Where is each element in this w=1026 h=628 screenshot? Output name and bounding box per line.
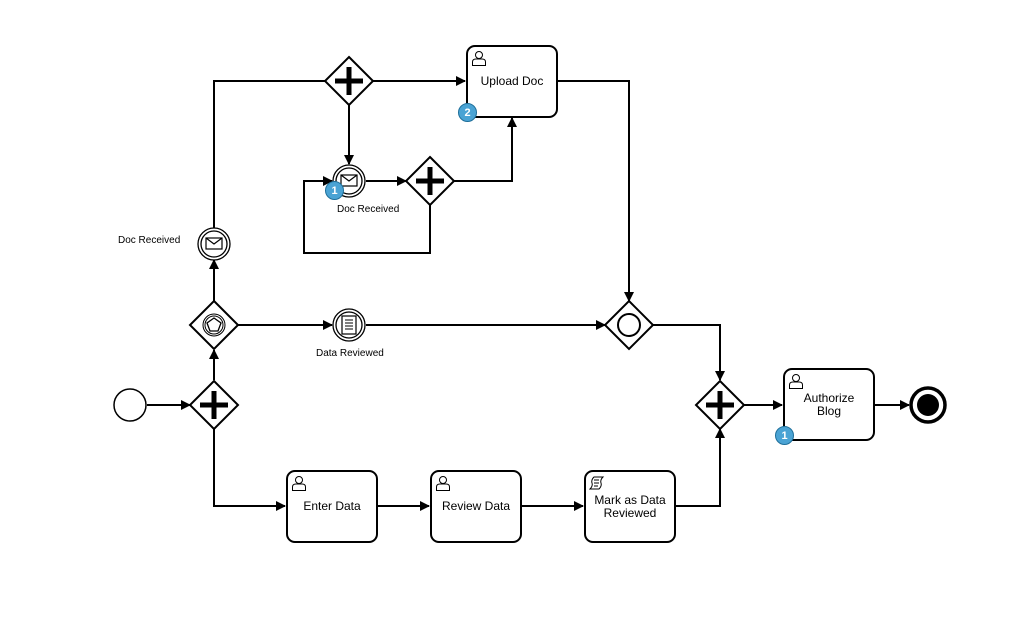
envelope-icon [340, 174, 358, 187]
parallel-gateway-split[interactable] [188, 379, 240, 431]
conditional-event-data-reviewed[interactable] [332, 308, 366, 342]
task-label: Upload Doc [480, 74, 544, 88]
user-icon [789, 374, 803, 389]
task-label: Review Data [441, 499, 511, 513]
user-icon [436, 476, 450, 491]
flow-inner-gw-loop[interactable] [303, 176, 431, 254]
event-label-doc-received-inner: Doc Received [337, 204, 400, 215]
user-icon [292, 476, 306, 491]
task-enter-data[interactable]: Enter Data [286, 470, 378, 543]
task-label: Enter Data [303, 499, 361, 513]
envelope-icon [205, 237, 223, 250]
user-icon [472, 51, 486, 66]
end-event[interactable] [909, 386, 947, 424]
task-upload-doc[interactable]: Upload Doc [466, 45, 558, 118]
event-badge: 1 [325, 181, 344, 200]
inclusive-gateway[interactable] [603, 299, 655, 351]
task-authorize-blog[interactable]: Authorize Blog [783, 368, 875, 441]
parallel-gateway-join[interactable] [694, 379, 746, 431]
flow-inclusive-to-join[interactable] [653, 324, 725, 381]
flow-mark-to-join[interactable] [676, 428, 725, 507]
message-event-doc-received-outer[interactable] [197, 227, 231, 261]
flow-inner-gw-to-upload[interactable] [454, 117, 517, 182]
script-icon [589, 476, 605, 490]
flow-docreceived-to-parallel[interactable] [213, 80, 325, 228]
task-badge: 2 [458, 103, 477, 122]
flow-upload-to-inclusive[interactable] [557, 80, 634, 302]
task-badge: 1 [775, 426, 794, 445]
start-event[interactable] [113, 388, 147, 422]
task-label: Authorize Blog [803, 390, 855, 418]
event-label-data-reviewed: Data Reviewed [316, 348, 384, 359]
parallel-gateway-top[interactable] [323, 55, 375, 107]
event-based-gateway[interactable] [188, 299, 240, 351]
parallel-gateway-inner[interactable] [404, 155, 456, 207]
task-review-data[interactable]: Review Data [430, 470, 522, 543]
task-label: Mark as Data Reviewed [594, 492, 666, 520]
task-mark-as-data-reviewed[interactable]: Mark as Data Reviewed [584, 470, 676, 543]
flow-split-to-enter-data[interactable] [213, 429, 286, 511]
document-list-icon [341, 315, 357, 335]
event-label-doc-received-outer: Doc Received [118, 235, 181, 246]
